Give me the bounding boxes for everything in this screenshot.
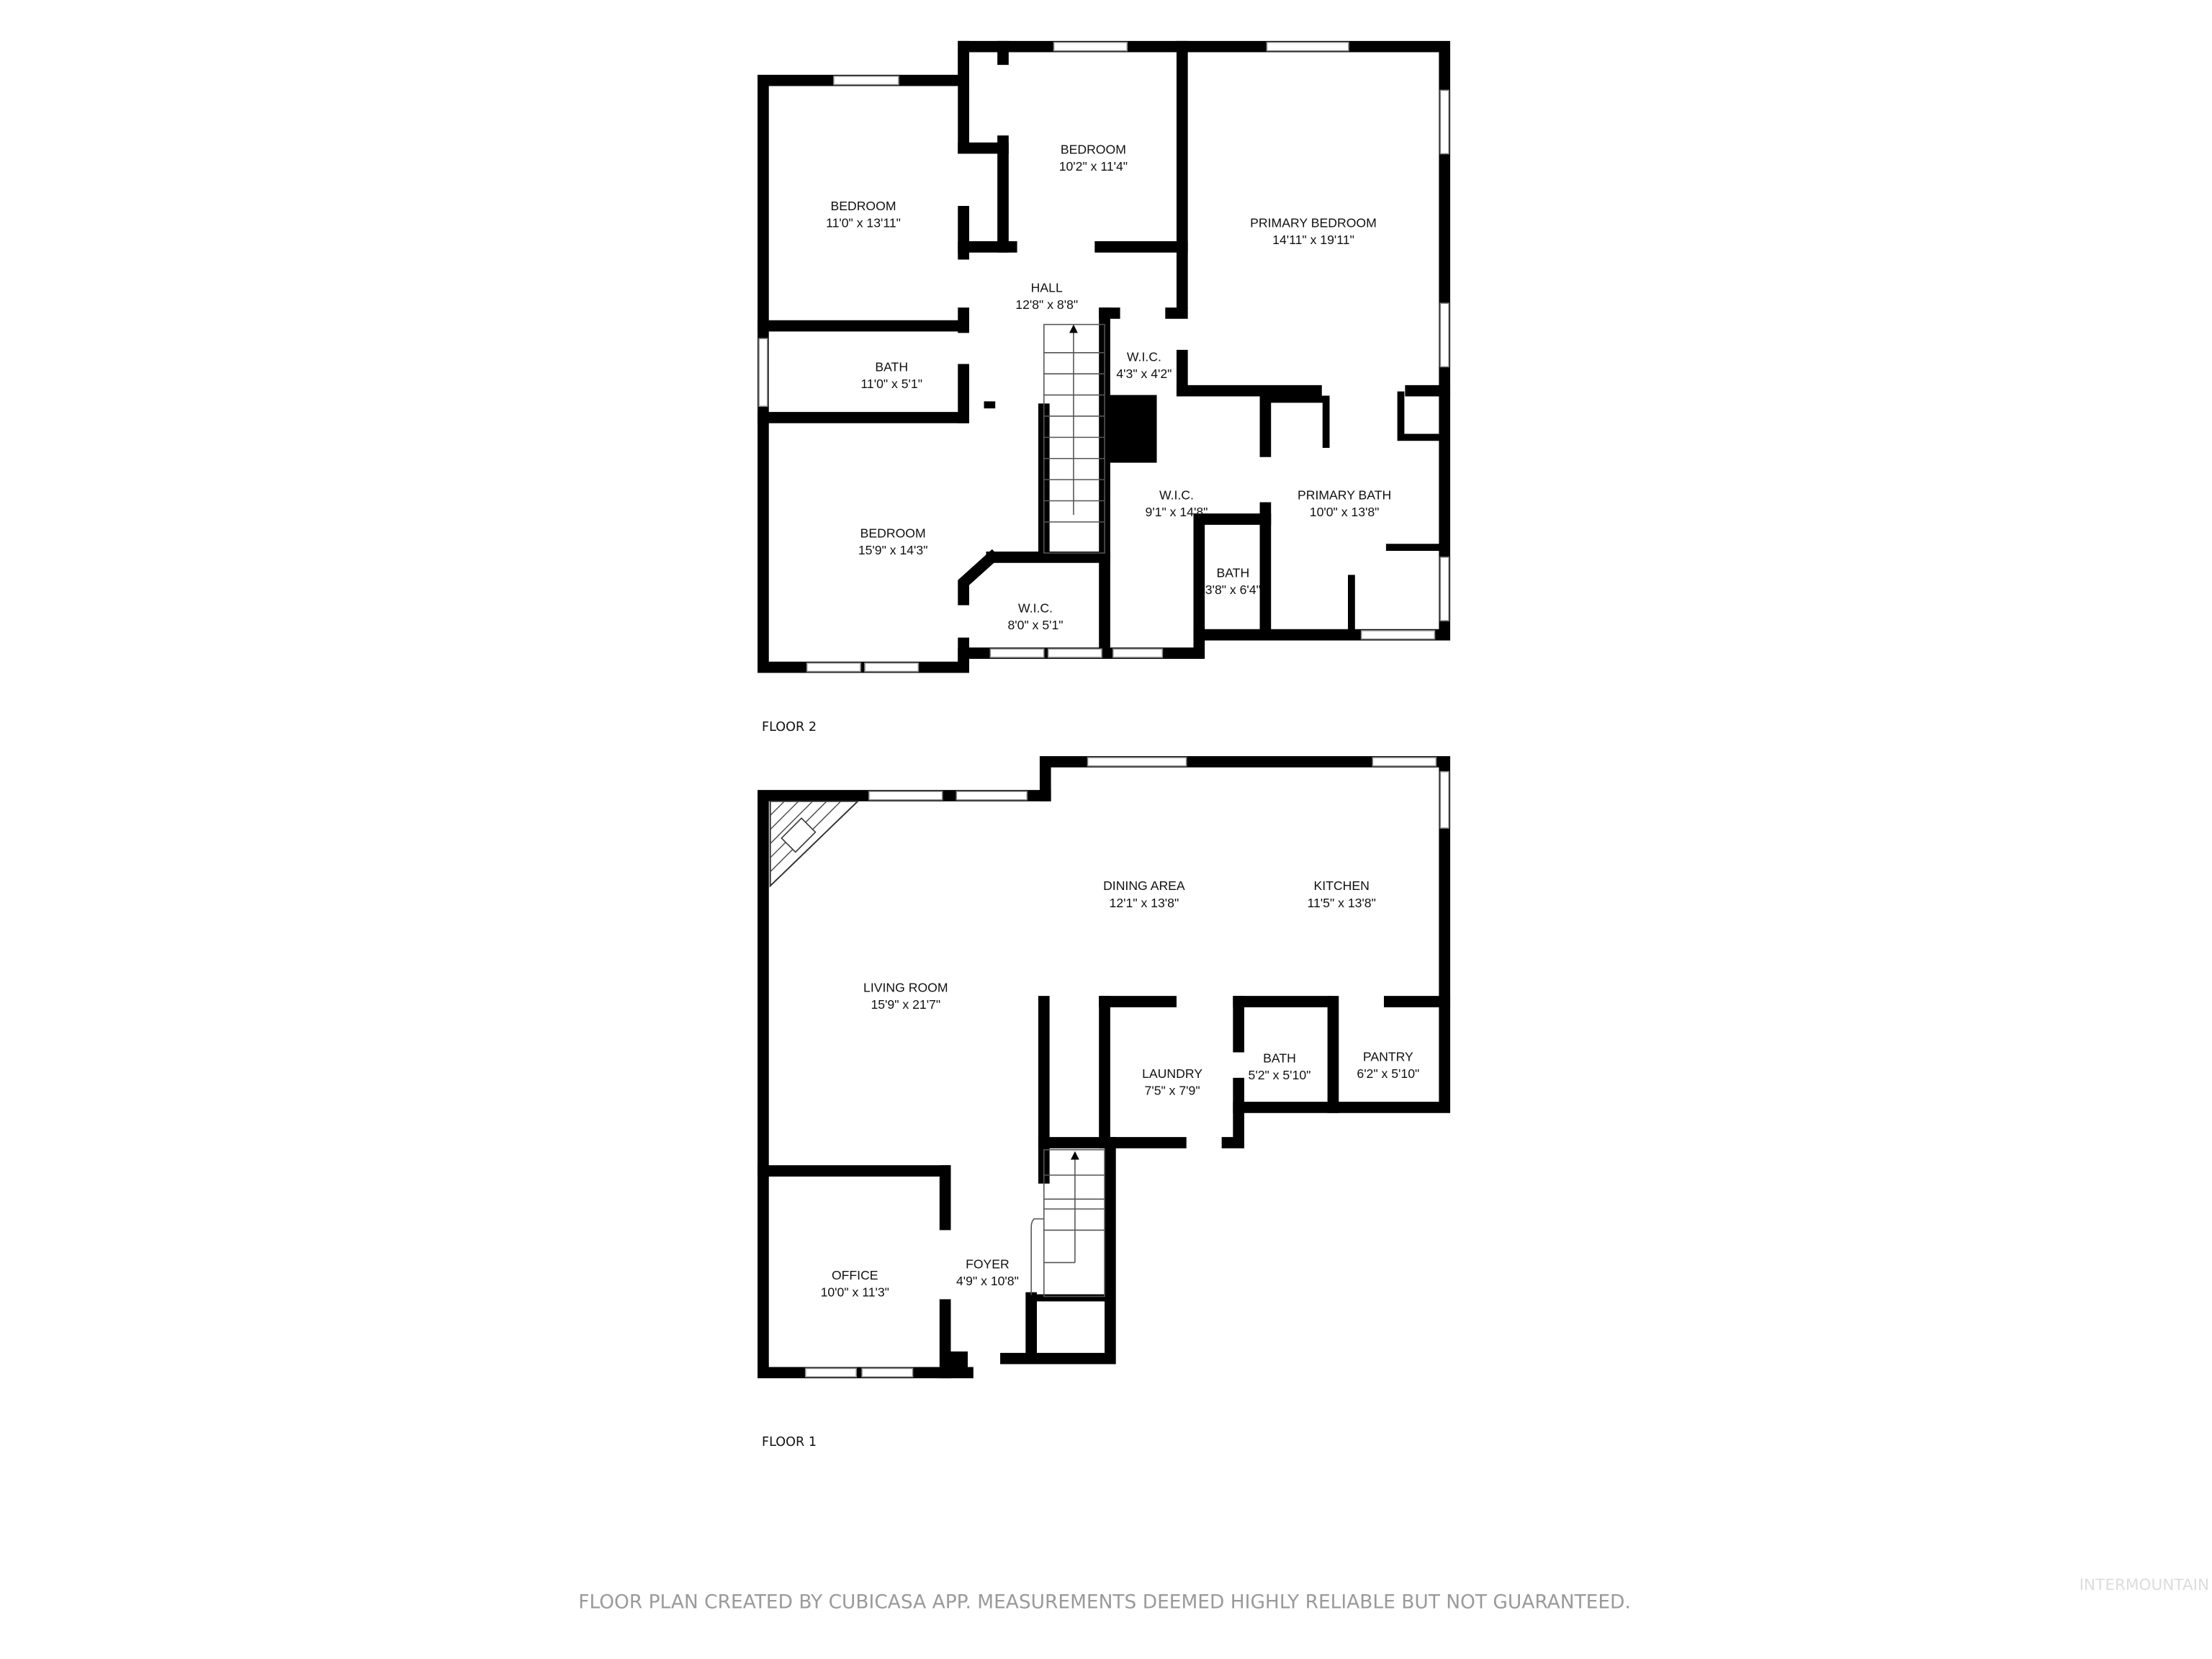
watermark: INTERMOUNTAIN xyxy=(2080,1576,2209,1594)
room-name: HALL xyxy=(1031,281,1063,295)
room-dims: 11'0" x 13'11" xyxy=(826,215,901,230)
room-dims: 14'11" x 19'11" xyxy=(1272,233,1354,247)
room-name: BEDROOM xyxy=(1061,143,1126,157)
room-name: PRIMARY BEDROOM xyxy=(1250,215,1377,230)
room-dims: 10'2" x 11'4" xyxy=(1059,159,1128,174)
disclaimer-footer: FLOOR PLAN CREATED BY CUBICASA APP. MEAS… xyxy=(578,1591,1631,1613)
room-dims: 5'2" x 5'10" xyxy=(1249,1068,1311,1082)
floor-2-plan: BEDROOM 11'0" x 13'11" BEDROOM 10'2" x 1… xyxy=(757,40,1451,734)
room-name: LAUNDRY xyxy=(1142,1066,1202,1081)
room-name: FOYER xyxy=(966,1256,1010,1271)
room-dims: 9'1" x 14'8" xyxy=(1146,505,1208,519)
floor-2-windows xyxy=(758,41,1449,673)
room-dims: 11'5" x 13'8" xyxy=(1308,896,1376,910)
room-name: W.I.C. xyxy=(1018,601,1053,615)
room-name: DINING AREA xyxy=(1103,878,1185,893)
room-name: W.I.C. xyxy=(1127,350,1161,364)
floor-2-stairs xyxy=(1043,323,1105,554)
floor-1-label: FLOOR 1 xyxy=(762,1435,817,1449)
fireplace xyxy=(769,800,860,888)
room-name: LIVING ROOM xyxy=(863,980,948,994)
room-name: OFFICE xyxy=(832,1268,878,1282)
room-dims: 6'2" x 5'10" xyxy=(1357,1066,1419,1081)
room-dims: 8'0" x 5'1" xyxy=(1008,618,1064,632)
floor-1-room-labels: DINING AREA 12'1" x 13'8" KITCHEN 11'5" … xyxy=(821,878,1420,1299)
room-name: PANTRY xyxy=(1363,1049,1413,1064)
room-dims: 4'3" x 4'2" xyxy=(1116,367,1172,381)
room-dims: 15'9" x 21'7" xyxy=(871,997,940,1012)
floor-1-windows xyxy=(804,757,1449,1377)
room-dims: 10'0" x 13'8" xyxy=(1310,505,1380,519)
room-dims: 7'5" x 7'9" xyxy=(1145,1083,1200,1097)
room-name: W.I.C. xyxy=(1159,488,1194,503)
room-name: PRIMARY BATH xyxy=(1298,488,1391,503)
room-dims: 12'1" x 13'8" xyxy=(1110,896,1179,910)
room-dims: 10'0" x 11'3" xyxy=(821,1285,889,1299)
room-name: BEDROOM xyxy=(830,199,896,213)
chimney-block xyxy=(1105,395,1157,463)
floor-2-label: FLOOR 2 xyxy=(762,720,817,734)
floor-1-plan: DINING AREA 12'1" x 13'8" KITCHEN 11'5" … xyxy=(757,756,1451,1449)
floor-2-room-labels: BEDROOM 11'0" x 13'11" BEDROOM 10'2" x 1… xyxy=(826,143,1391,632)
room-name: BATH xyxy=(1263,1051,1296,1065)
room-dims: 4'9" x 10'8" xyxy=(956,1274,1019,1288)
room-dims: 11'0" x 5'1" xyxy=(860,377,922,391)
room-dims: 15'9" x 14'3" xyxy=(858,543,928,557)
room-name: BATH xyxy=(1216,565,1249,580)
room-name: KITCHEN xyxy=(1314,878,1370,893)
floor-1-stairs xyxy=(1030,1148,1105,1298)
room-dims: 12'8" x 8'8" xyxy=(1015,297,1078,312)
room-name: BATH xyxy=(875,359,908,374)
floor-2-walls xyxy=(757,40,1451,673)
room-dims: 3'8" x 6'4" xyxy=(1205,583,1261,597)
room-name: BEDROOM xyxy=(860,526,926,540)
